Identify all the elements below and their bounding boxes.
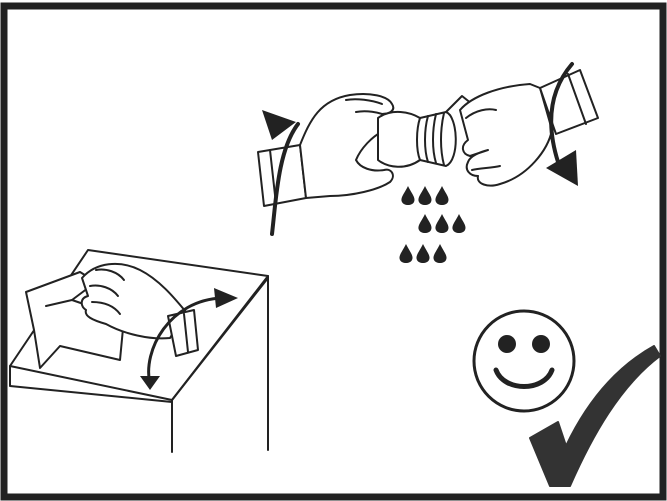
water-drops-icon	[399, 186, 465, 263]
wiping-surface-icon	[10, 250, 268, 452]
smiley-face-icon	[474, 311, 574, 411]
wringing-cloth-icon	[258, 64, 598, 234]
